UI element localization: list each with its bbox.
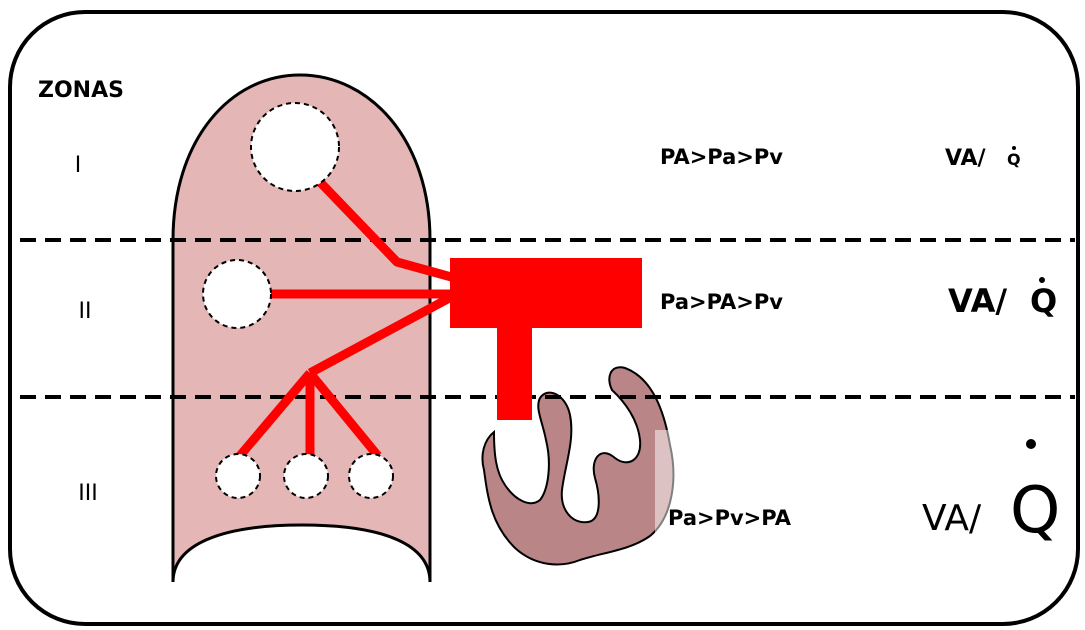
pulmonary-trunk-block	[450, 258, 642, 328]
pulmonary-trunk-stem	[497, 320, 532, 420]
ratio-zone1-dot	[1012, 146, 1016, 150]
zone-label-2: II	[79, 299, 92, 324]
ratio-zone1-q: Q	[1007, 150, 1021, 169]
ratio-zone3-dot	[1026, 439, 1036, 449]
pressure-zone3: Pa>Pv>PA	[668, 506, 792, 530]
alveolus-zone3-right	[349, 454, 393, 498]
ratio-zone3-va: VA/	[922, 498, 982, 539]
pressure-zone2: Pa>PA>Pv	[660, 290, 783, 314]
alveolus-zone3-middle	[284, 454, 328, 498]
ratio-zone3-q: Q	[1010, 474, 1060, 548]
ratio-zone2-q: Q	[1030, 282, 1057, 320]
ratio-zone2-va: VA/	[948, 282, 1007, 320]
alveolus-zone1	[251, 103, 339, 191]
ratio-zone1-va: VA/	[945, 146, 987, 171]
alveolus-zone3-left	[216, 454, 260, 498]
pressure-zone1: PA>Pa>Pv	[660, 145, 783, 169]
ratio-zone2: VA/ Q	[948, 277, 1057, 320]
ratio-zone1: VA/ Q	[945, 146, 1021, 171]
zones-title: ZONAS	[38, 78, 124, 103]
alveolus-zone2	[203, 260, 271, 328]
heart-highlight	[655, 430, 679, 565]
zone-label-3: III	[78, 481, 97, 506]
ratio-zone2-dot	[1039, 277, 1045, 283]
zone-label-1: I	[75, 153, 82, 178]
